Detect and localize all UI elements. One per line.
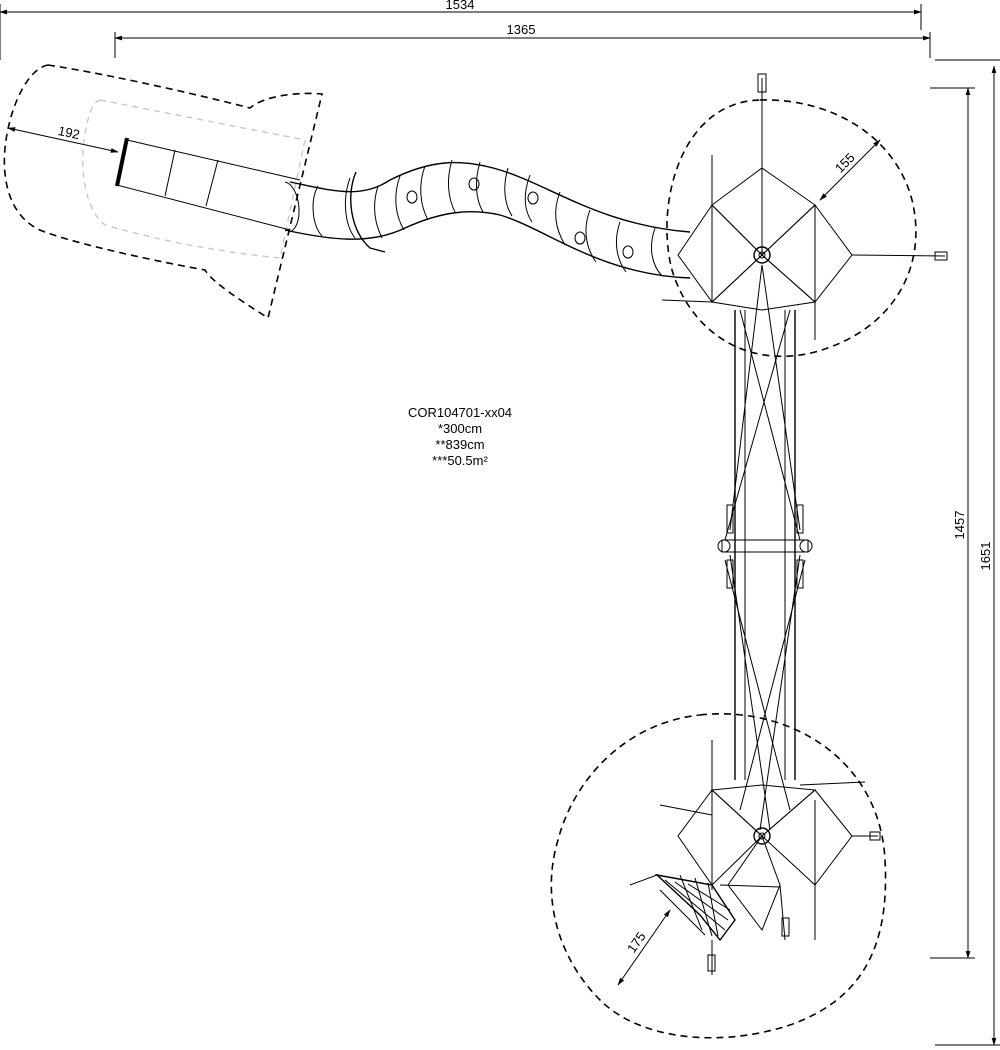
dim-label-inner-height: 1457	[952, 511, 967, 540]
bottom-tower	[629, 740, 881, 975]
dimension-inner-height: 1457	[930, 87, 975, 959]
dim-label-bottom-tower-zone: 175	[624, 929, 649, 955]
dimension-total-height: 1651	[935, 59, 1000, 1046]
net-bridge	[717, 264, 813, 831]
product-area: ***50.5m²	[432, 453, 488, 468]
bottom-tower-safety-zone: 175	[550, 713, 887, 1039]
product-code: COR104701-xx04	[407, 405, 513, 420]
product-height: *300cm	[437, 421, 483, 436]
dim-label-total-width: 1534	[446, 0, 475, 12]
tube-slide	[284, 159, 691, 279]
product-spec-block: COR104701-xx04 *300cm **839cm ***50.5m²	[380, 405, 540, 469]
top-tower-safety-zone: 155	[666, 99, 917, 357]
slide-exit	[115, 137, 301, 233]
top-tower	[661, 73, 948, 340]
dim-label-slide-zone: 192	[57, 123, 81, 142]
dim-label-inner-width: 1365	[507, 22, 536, 37]
dimension-inner-width: 1365	[114, 22, 931, 58]
product-length: **839cm	[435, 437, 485, 452]
dim-label-top-tower-zone: 155	[832, 150, 858, 176]
slide-safety-zone: 192	[3, 64, 323, 320]
dimension-total-width: 1534	[0, 0, 922, 60]
dim-label-total-height: 1651	[978, 542, 993, 571]
